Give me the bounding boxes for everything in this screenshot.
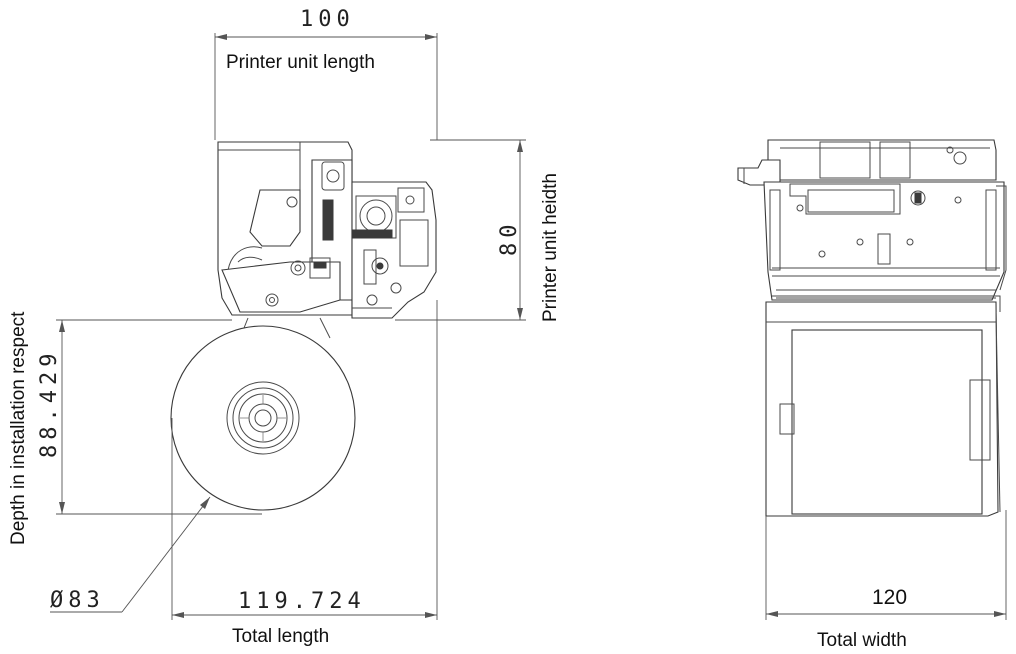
printer-unit-height-value: 80 [497,220,522,257]
left-view: 100 Printer unit length 80 Printer unit … [8,7,561,647]
printer-unit-length-value: 100 [300,7,355,32]
printer-unit-length-label: Printer unit length [226,52,375,73]
printer-unit-height-dimension: 80 Printer unit heidth [395,139,561,322]
total-width-label: Total width [817,630,907,651]
total-width-dimension: 120 Total width [765,510,1007,651]
total-length-dimension: 119.724 Total length [171,300,438,647]
diameter-value: Ø83 [50,588,105,613]
paper-roll [170,325,356,511]
depth-value: 88.429 [37,349,62,458]
total-length-value: 119.724 [238,589,366,614]
total-length-label: Total length [232,626,329,647]
printer-unit-length-dimension: 100 Printer unit length [214,7,438,140]
depth-label: Depth in installation respect [8,311,29,545]
printer-unit-height-label: Printer unit heidth [540,173,561,322]
depth-dimension: 88.429 Depth in installation respect [8,311,262,545]
printer-mechanism [217,141,437,339]
total-width-value: 120 [872,586,907,609]
roll-holder [765,301,1001,517]
right-view: 120 Total width [737,139,1007,651]
diameter-leader: Ø83 [50,496,211,613]
printer-front-mechanism [737,139,1007,312]
